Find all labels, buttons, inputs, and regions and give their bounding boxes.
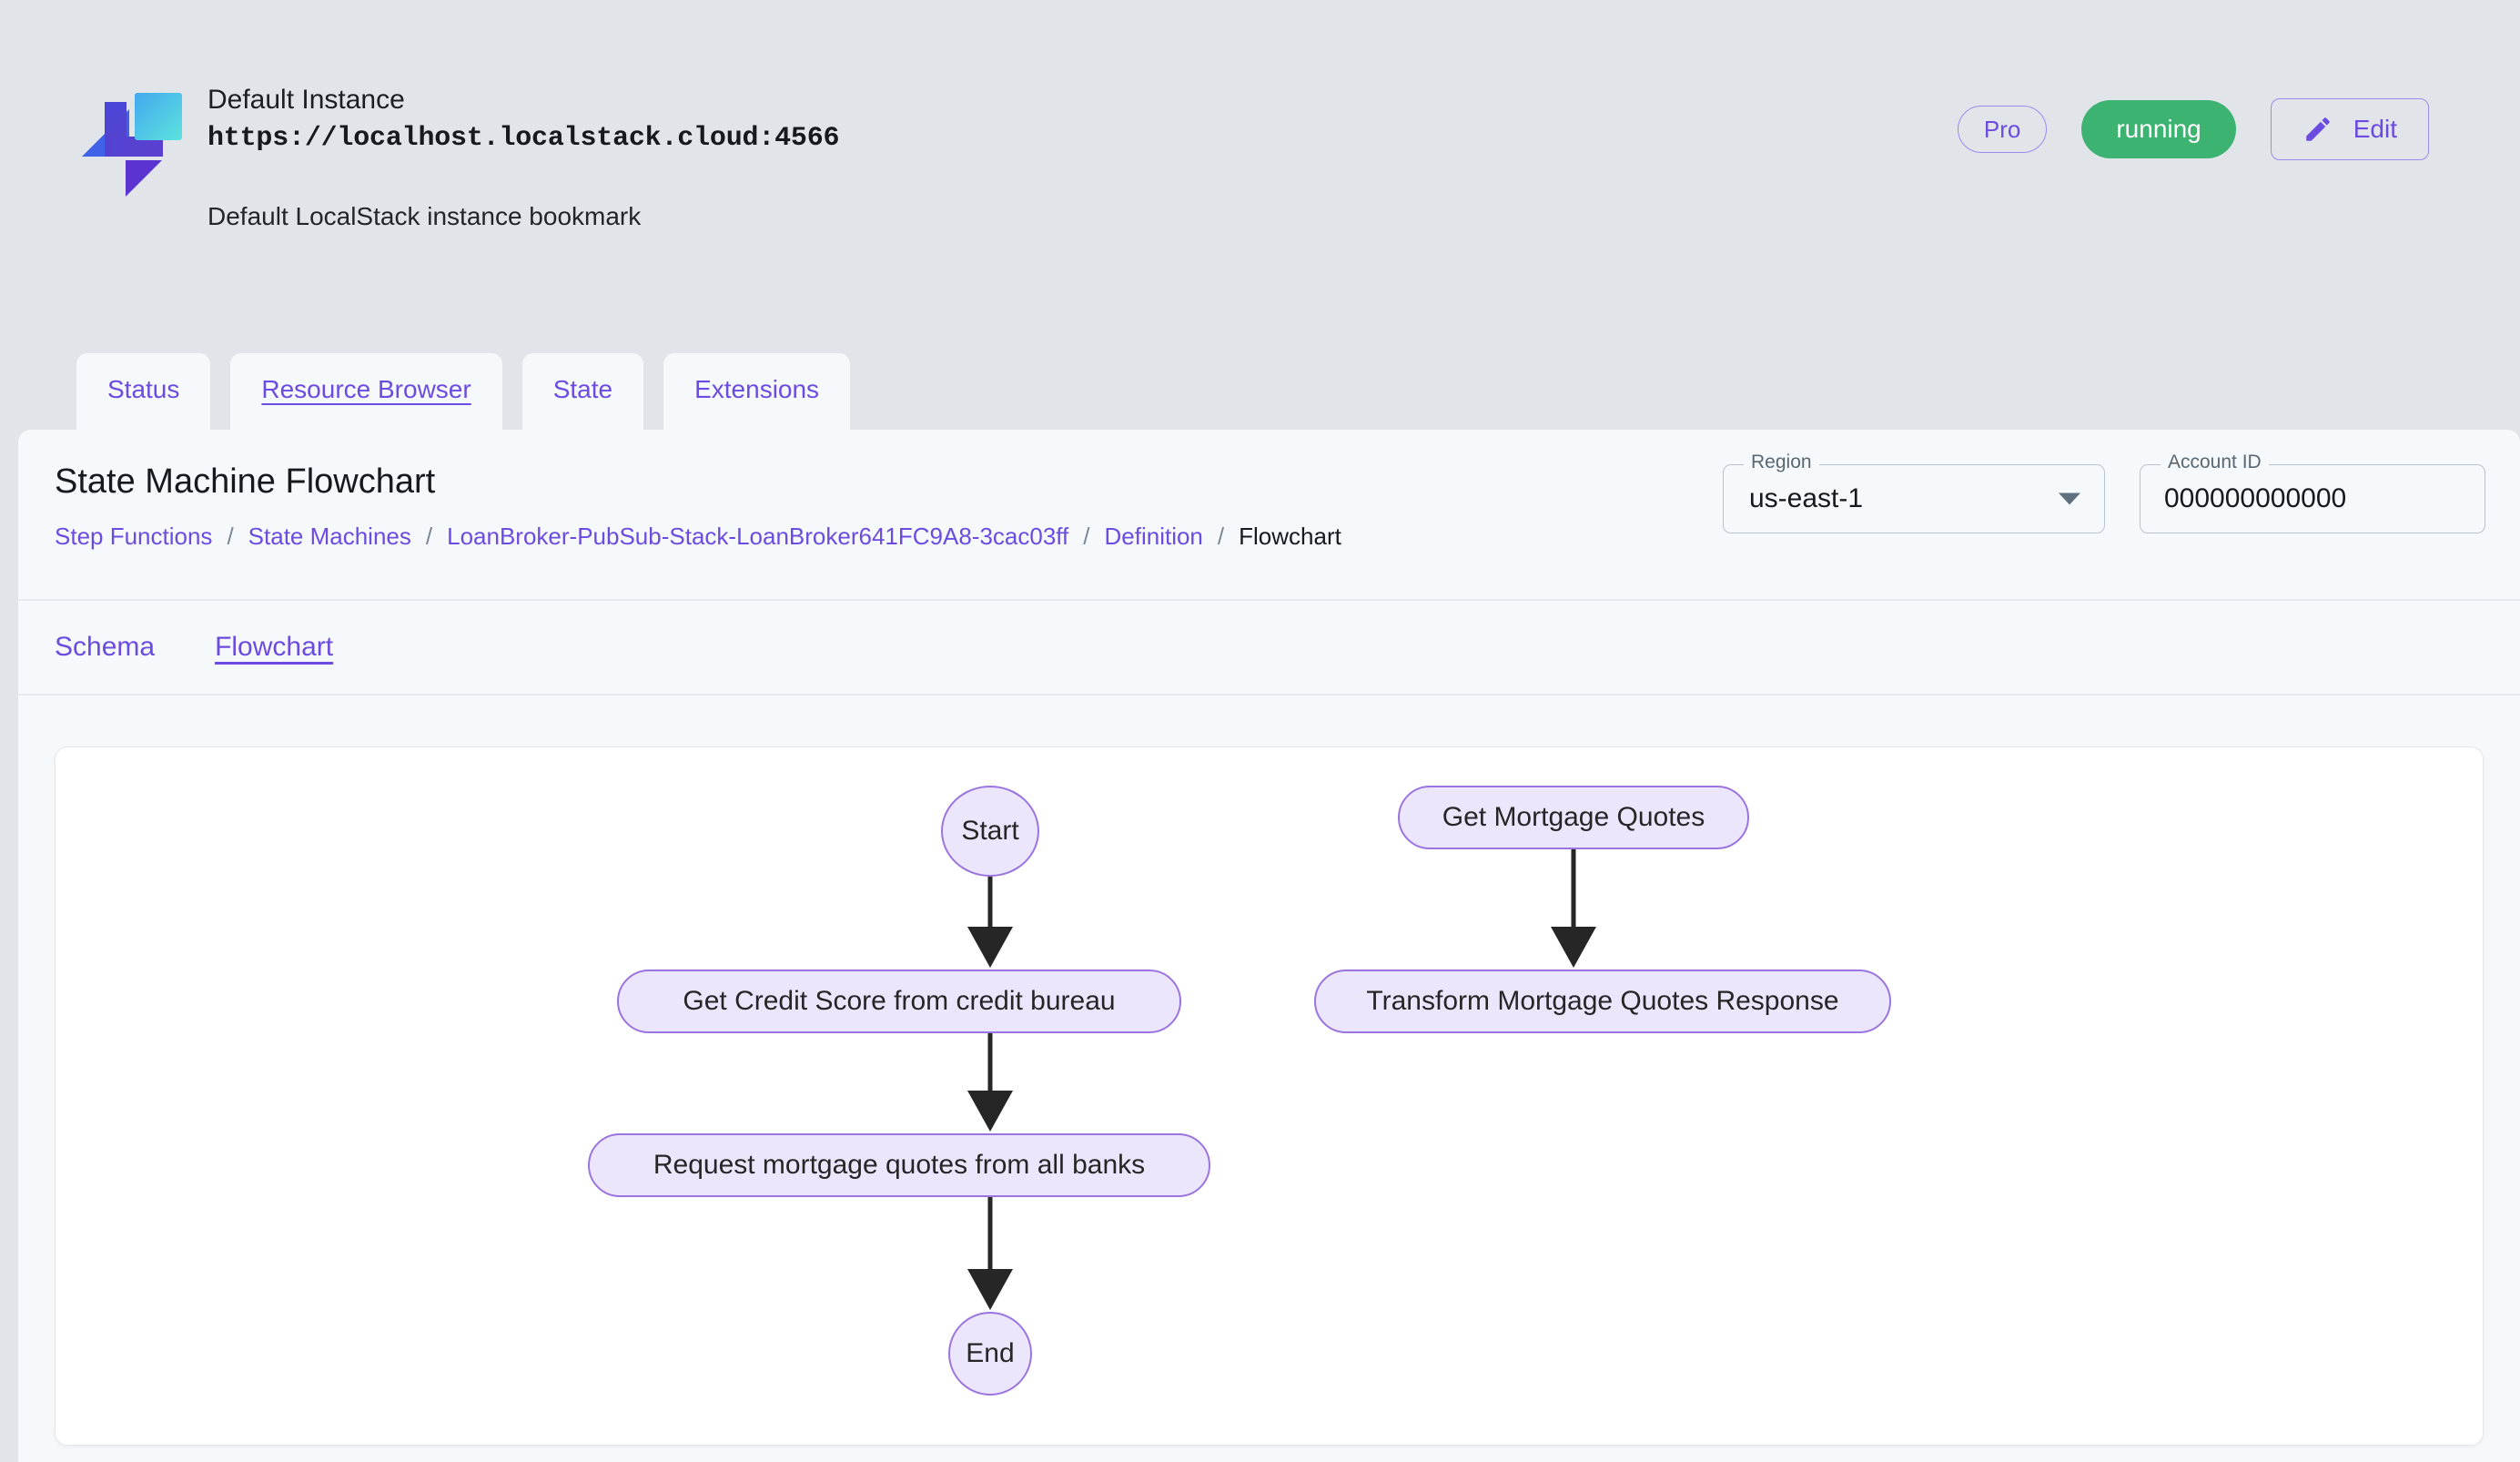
tab-resource-browser[interactable]: Resource Browser (230, 353, 502, 430)
app-header: Default Instance https://localhost.local… (0, 0, 2520, 430)
tab-extensions[interactable]: Extensions (663, 353, 851, 430)
pencil-icon (2302, 114, 2333, 145)
breadcrumb-item-flowchart: Flowchart (1239, 523, 1341, 550)
instance-summary: Default Instance https://localhost.local… (80, 80, 840, 231)
subtab-schema[interactable]: Schema (55, 632, 156, 662)
instance-description: Default LocalStack instance bookmark (207, 201, 642, 230)
breadcrumb-item-state-machines[interactable]: State Machines (248, 523, 411, 550)
breadcrumb-item-state-machine-name[interactable]: LoanBroker-PubSub-Stack-LoanBroker641FC9… (447, 523, 1069, 550)
page-title: State Machine Flowchart (55, 462, 436, 501)
edit-button[interactable]: Edit (2270, 98, 2429, 160)
region-label: Region (1744, 452, 1819, 472)
tab-status[interactable]: Status (76, 353, 211, 430)
breadcrumb-separator: / (1083, 523, 1090, 550)
localstack-logo-icon (80, 80, 182, 197)
flowchart-card: Start Get Credit Score from credit burea… (55, 746, 2484, 1446)
breadcrumb-separator: / (425, 523, 433, 550)
flow-node-transform-mortgage-quotes-response[interactable]: Transform Mortgage Quotes Response (1314, 970, 1891, 1033)
status-badge: running (2081, 100, 2236, 158)
instance-url: https://localhost.localstack.cloud:4566 (207, 122, 840, 154)
flow-node-end[interactable]: End (948, 1312, 1032, 1396)
pro-badge: Pro (1957, 106, 2048, 153)
flow-node-get-credit-score[interactable]: Get Credit Score from credit bureau (617, 970, 1181, 1033)
account-id-value: 000000000000 (2164, 483, 2347, 513)
breadcrumb-item-step-functions[interactable]: Step Functions (55, 523, 213, 550)
flowchart-edges (967, 849, 1596, 1310)
instance-text-block: Default Instance https://localhost.local… (207, 80, 840, 231)
breadcrumb-item-definition[interactable]: Definition (1104, 523, 1203, 550)
main-tab-strip: Status Resource Browser State Extensions (76, 353, 851, 430)
chevron-down-icon[interactable] (2059, 492, 2080, 505)
account-id-field[interactable]: Account ID 000000000000 (2140, 452, 2485, 533)
sub-tab-strip: Schema Flowchart (18, 601, 2520, 695)
page-header: State Machine Flowchart Step Functions /… (18, 430, 2520, 601)
breadcrumb-separator: / (1217, 523, 1225, 550)
instance-name: Default Instance (207, 85, 405, 115)
region-select[interactable]: Region us-east-1 (1723, 452, 2105, 533)
tab-state[interactable]: State (521, 353, 644, 430)
breadcrumb: Step Functions / State Machines / LoanBr… (55, 524, 1341, 548)
account-id-label: Account ID (2161, 452, 2269, 472)
flow-node-start[interactable]: Start (941, 786, 1039, 877)
header-actions: Pro running Edit (1957, 98, 2429, 160)
edit-button-label: Edit (2353, 115, 2397, 143)
selectors: Region us-east-1 Account ID 000000000000 (1723, 452, 2485, 533)
flow-node-request-mortgage-quotes[interactable]: Request mortgage quotes from all banks (588, 1133, 1210, 1197)
region-value: us-east-1 (1749, 483, 1864, 513)
flow-node-get-mortgage-quotes[interactable]: Get Mortgage Quotes (1398, 786, 1749, 849)
content-panel: State Machine Flowchart Step Functions /… (18, 430, 2520, 1462)
breadcrumb-separator: / (227, 523, 234, 550)
subtab-flowchart[interactable]: Flowchart (215, 632, 334, 662)
